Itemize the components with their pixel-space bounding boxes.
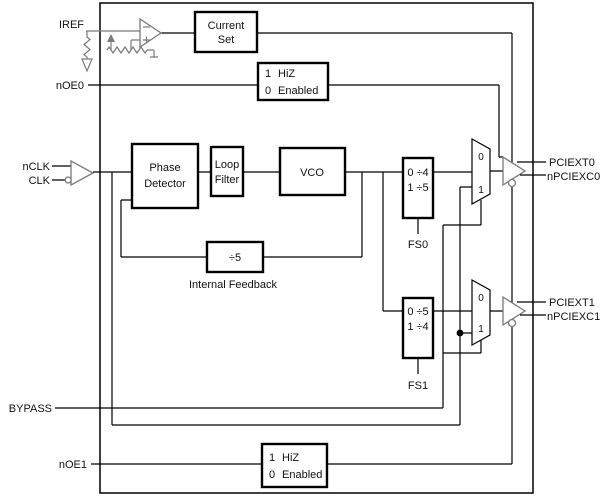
noe0-label: nOE0	[56, 80, 84, 92]
hiz1-enabled: Enabled	[282, 469, 322, 481]
current-set-label2: Set	[218, 34, 235, 46]
iref-label: IREF	[59, 19, 84, 31]
feedback-divider-box	[205, 240, 265, 274]
pciext0-label: PCIEXT0	[549, 157, 595, 169]
mux0-icon	[471, 137, 491, 206]
opamp-icon	[139, 17, 163, 49]
chip-boundary	[99, 2, 534, 494]
pciext1-label: PCIEXT1	[549, 297, 595, 309]
output-buffer1-bubble	[507, 318, 517, 328]
output1-wires	[517, 301, 546, 316]
noe1-label: nOE1	[59, 459, 87, 471]
vco-box	[278, 146, 347, 197]
hiz0-box	[256, 61, 330, 102]
nclk-label: nCLK	[22, 161, 50, 173]
output-buffer0-icon	[502, 155, 527, 187]
control-wires	[55, 32, 513, 465]
loop-filter-label2: Filter	[215, 174, 240, 186]
hiz0-one: 1	[265, 68, 271, 80]
loop-filter-box	[209, 145, 245, 198]
fs1-label: FS1	[408, 380, 428, 392]
mux1-icon	[471, 278, 491, 347]
divider0-row1: 1 ÷5	[407, 182, 428, 194]
mux0-in0-label: 0	[478, 152, 484, 163]
divider1-row1: 1 ÷4	[407, 321, 428, 333]
output-buffer1-icon	[502, 295, 527, 327]
clk-label: CLK	[29, 175, 51, 187]
divider1-row0: 0 ÷5	[407, 306, 428, 318]
iref-resistor	[83, 31, 91, 59]
npciexc0-label: nPCIEXC0	[547, 171, 600, 183]
output0-wires	[517, 161, 546, 176]
hiz1-zero: 0	[269, 469, 275, 481]
phase-detector-label1: Phase	[149, 162, 180, 174]
divider1-box	[401, 296, 435, 360]
hiz0-zero: 0	[265, 85, 271, 97]
clk-inversion-bubble	[64, 176, 72, 184]
hiz1-one: 1	[269, 452, 275, 464]
opamp-bias-network	[106, 39, 158, 58]
fs0-label: FS0	[408, 239, 428, 251]
vco-label: VCO	[300, 167, 324, 179]
internal-feedback-caption: Internal Feedback	[189, 279, 278, 291]
output-buffer0-bubble	[507, 178, 517, 188]
phase-detector-box	[130, 142, 200, 210]
npciexc1-label: nPCIEXC1	[547, 311, 600, 323]
hiz1-hiz: HiZ	[282, 452, 299, 464]
hiz0-hiz: HiZ	[278, 68, 295, 80]
loop-filter-label1: Loop	[215, 159, 239, 171]
opamp-plus-sign	[143, 36, 150, 44]
hiz0-enabled: Enabled	[278, 85, 318, 97]
mux1-in1-label: 1	[478, 324, 484, 335]
junction-dot	[456, 329, 464, 337]
mux0-in1-label: 1	[478, 185, 484, 196]
hiz1-box	[260, 442, 329, 489]
clock-input-buffer-icon	[70, 159, 95, 187]
divider0-box	[401, 156, 435, 220]
divider0-row0: 0 ÷4	[407, 167, 428, 179]
phase-detector-label2: Detector	[144, 178, 186, 190]
signal-wires	[52, 165, 503, 426]
up-arrow-icon	[107, 34, 115, 42]
mux1-in0-label: 0	[478, 293, 484, 304]
down-arrow-icon	[81, 58, 93, 73]
bypass-label: BYPASS	[9, 403, 52, 415]
current-set-label1: Current	[208, 20, 245, 32]
feedback-divider-label: ÷5	[229, 252, 241, 264]
current-set-box	[193, 10, 259, 54]
